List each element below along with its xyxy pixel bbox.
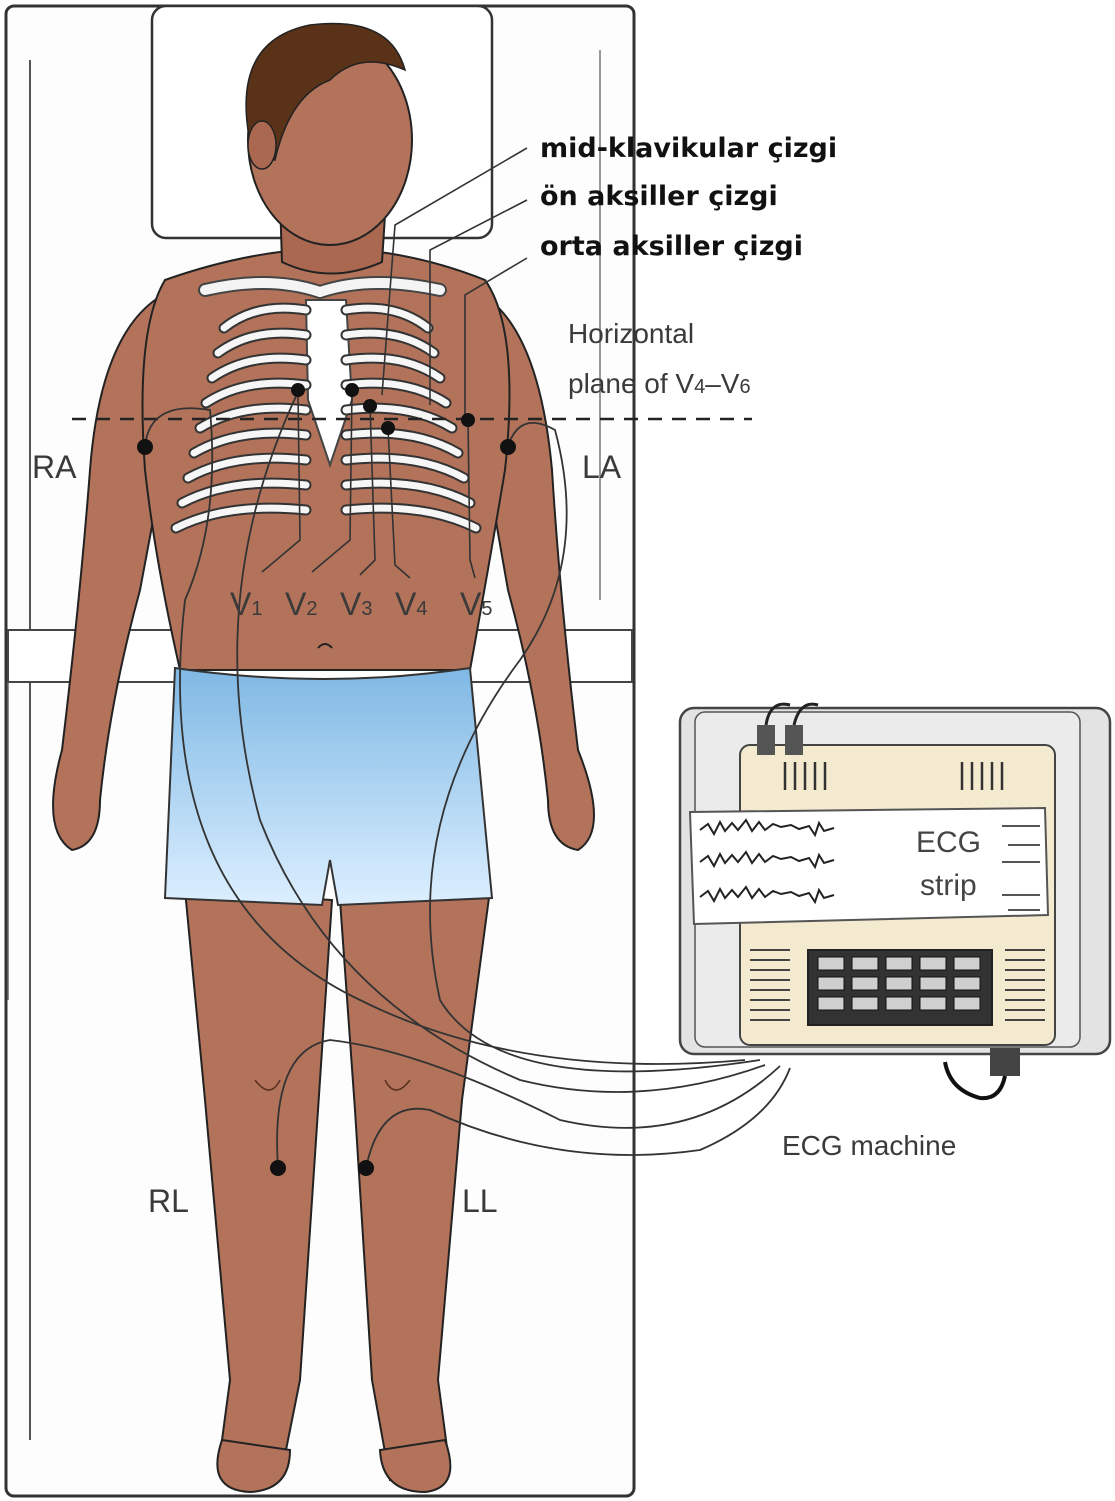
keypad-key [818, 957, 844, 970]
keypad-key [886, 957, 912, 970]
keypad-key [818, 977, 844, 990]
ecg-machine [680, 704, 1110, 1098]
electrode-rl [270, 1160, 286, 1176]
label-horizontal-plane-line1: Horizontal [568, 318, 694, 349]
label-ecg-machine: ECG machine [782, 1130, 956, 1161]
keypad-key [920, 957, 946, 970]
shorts [165, 668, 492, 905]
electrode-ll [358, 1160, 374, 1176]
label-la: LA [582, 449, 622, 485]
electrode-v3 [363, 399, 377, 413]
label-ll: LL [462, 1183, 498, 1219]
label-ecg-strip-line1: ECG [916, 826, 981, 859]
label-anterior-axillary-line: ön aksiller çizgi [540, 181, 778, 212]
label-rl: RL [148, 1183, 189, 1219]
keypad-key [954, 997, 980, 1010]
electrode-la [500, 439, 516, 455]
label-mid-axillary-line: orta aksiller çizgi [540, 231, 803, 262]
electrode-v5 [461, 413, 475, 427]
electrode-v4 [381, 421, 395, 435]
label-ecg-strip-line2: strip [920, 869, 977, 902]
keypad-key [852, 977, 878, 990]
label-horizontal-plane-line2: plane of V4–V6 [568, 368, 751, 399]
keypad-key [920, 977, 946, 990]
keypad-key [818, 997, 844, 1010]
electrode-v2 [345, 383, 359, 397]
keypad-key [852, 997, 878, 1010]
keypad-key [920, 997, 946, 1010]
keypad-key [852, 957, 878, 970]
label-ra: RA [32, 449, 77, 485]
keypad-key [954, 957, 980, 970]
keypad-key [886, 977, 912, 990]
electrode-v1 [291, 383, 305, 397]
electrode-ra [137, 439, 153, 455]
keypad-key [886, 997, 912, 1010]
label-midclavicular-line: mid-klavikular çizgi [540, 133, 837, 164]
keypad-key [954, 977, 980, 990]
